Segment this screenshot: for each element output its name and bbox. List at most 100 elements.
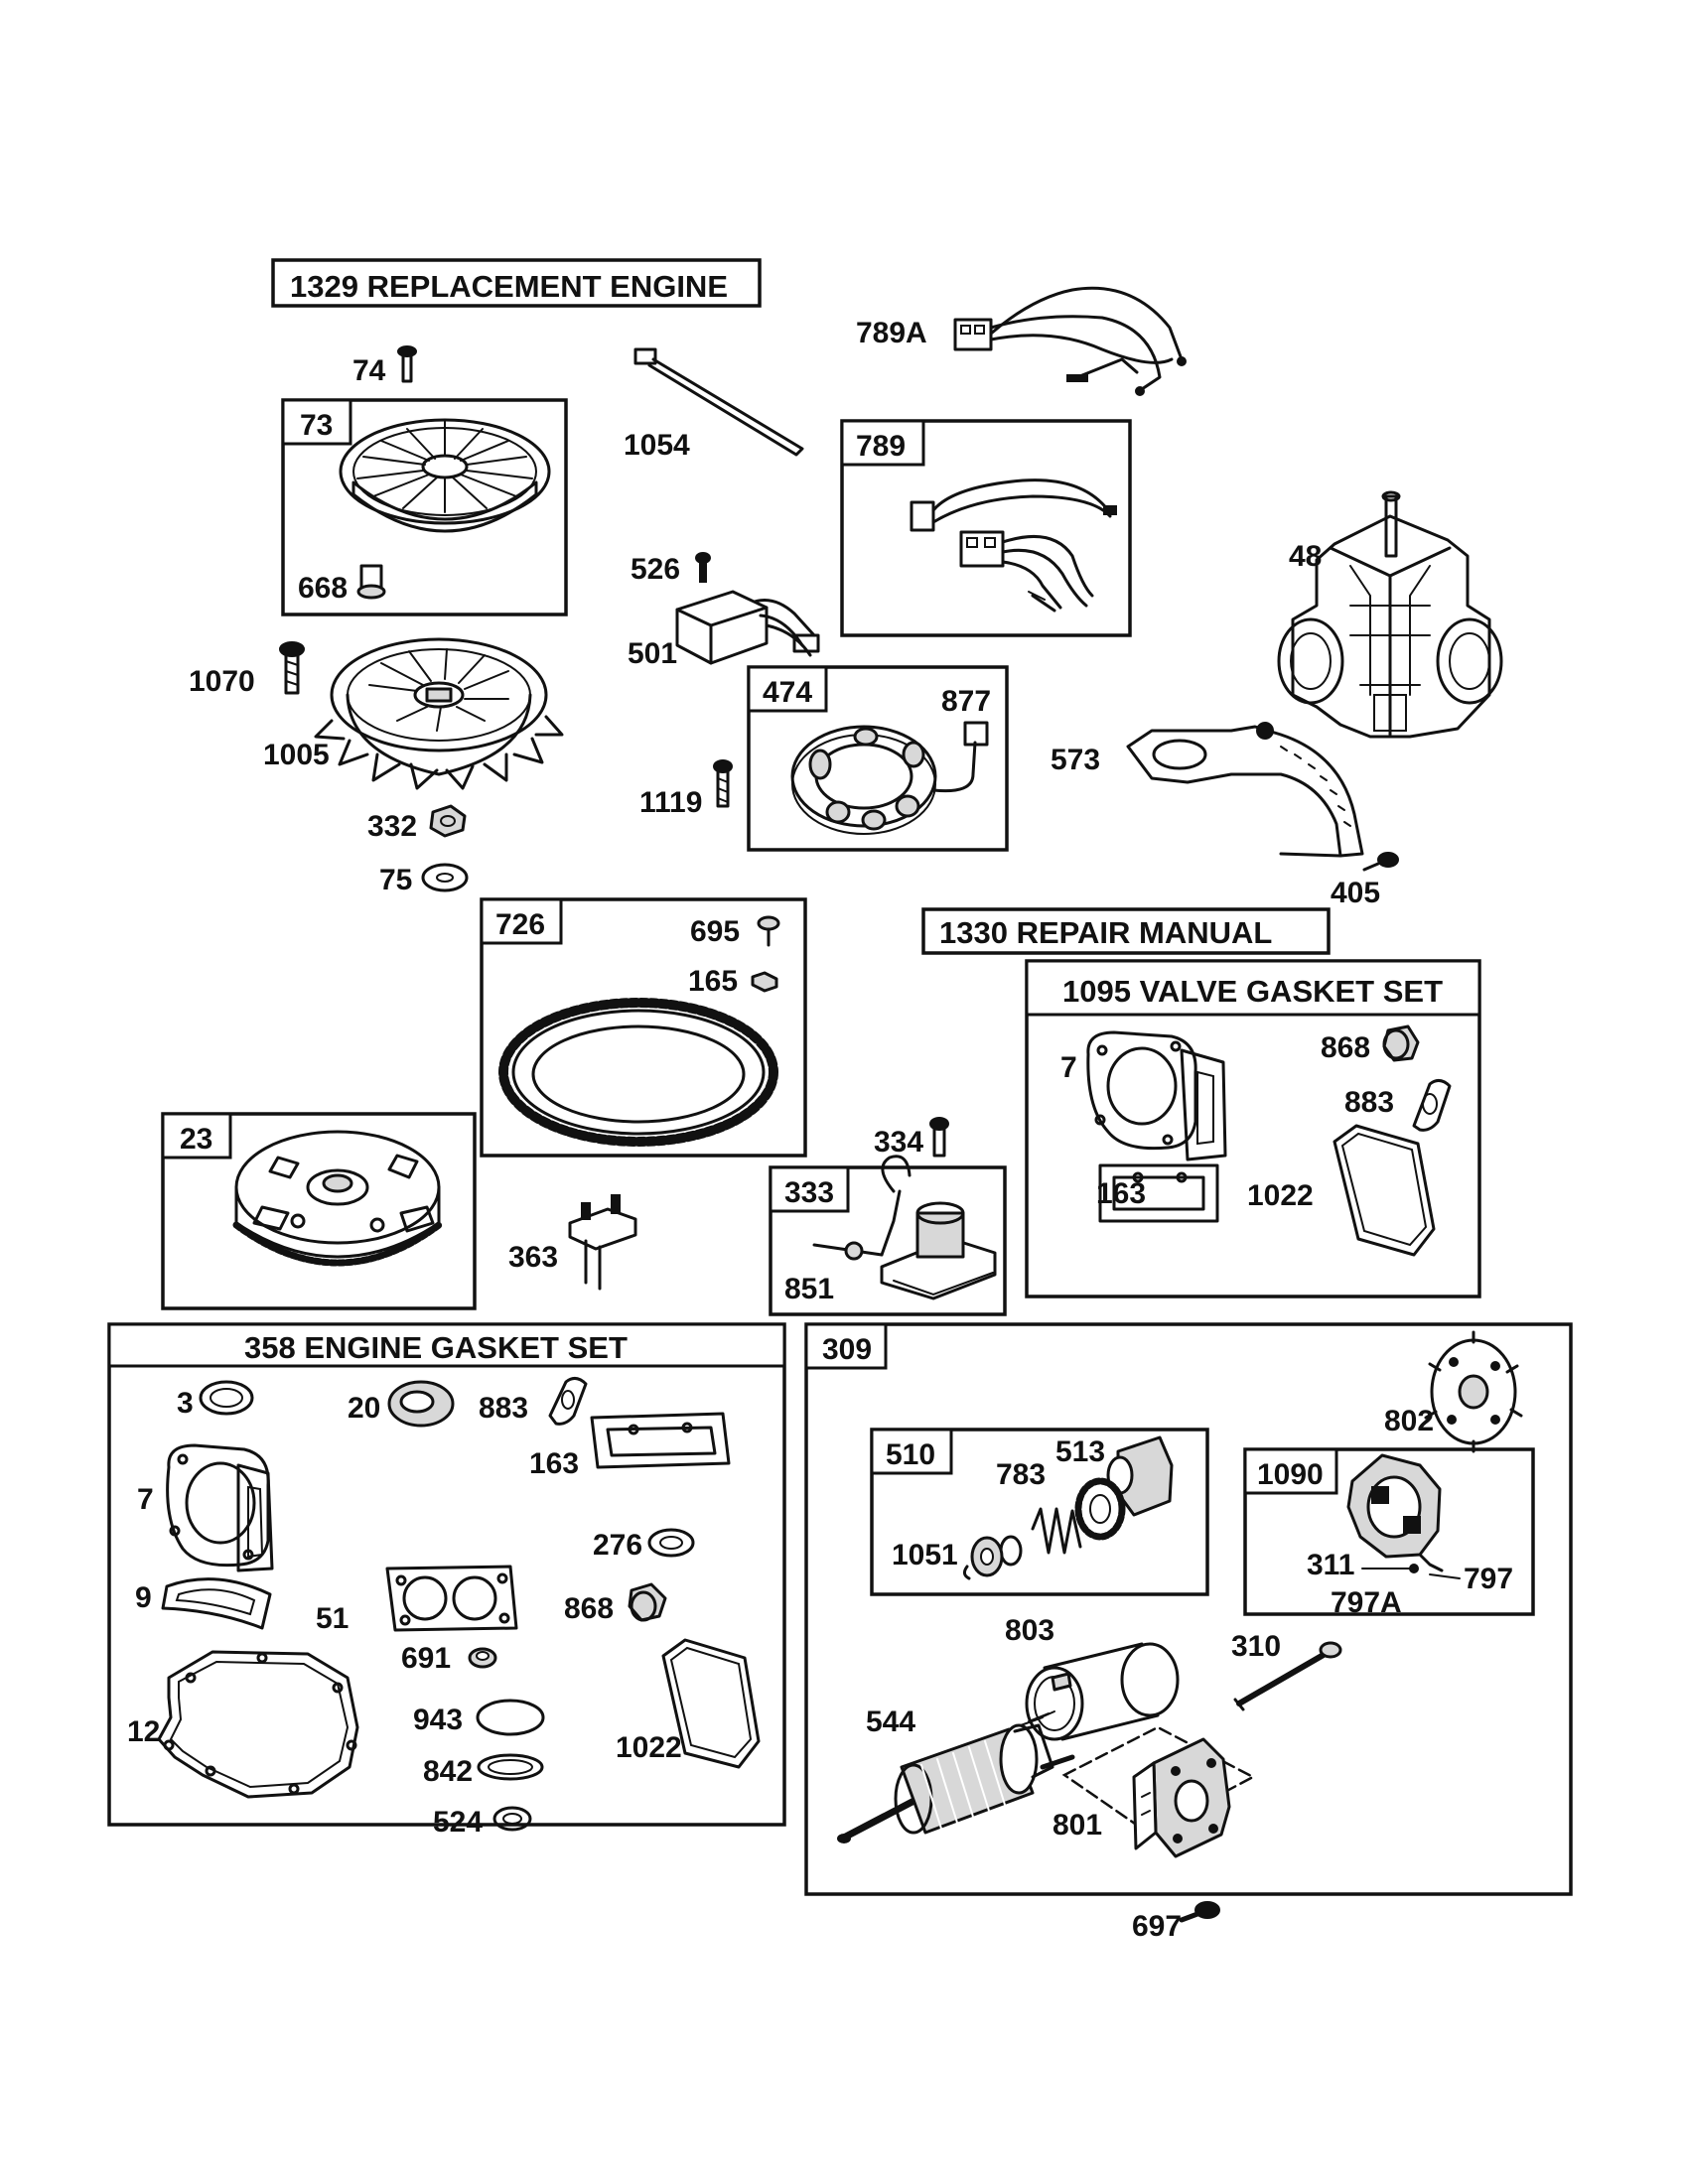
label-1022e: 1022 bbox=[616, 1731, 682, 1764]
box-474-label: 474 bbox=[763, 676, 812, 709]
head-gasket-7v-icon bbox=[1086, 1030, 1227, 1161]
repair-manual-title: 1330 REPAIR MANUAL bbox=[921, 907, 1331, 955]
bolt-74-icon bbox=[397, 345, 417, 383]
label-697: 697 bbox=[1132, 1910, 1182, 1943]
stator-474-icon bbox=[790, 721, 989, 835]
label-524: 524 bbox=[433, 1806, 483, 1839]
pinion-510-icon bbox=[962, 1435, 1174, 1580]
seal-3-icon bbox=[199, 1380, 254, 1416]
gasket-163v-icon bbox=[1098, 1163, 1219, 1223]
label-691: 691 bbox=[401, 1642, 451, 1675]
module-501-icon bbox=[675, 590, 820, 665]
engine-block-48-icon bbox=[1277, 490, 1503, 739]
label-310: 310 bbox=[1231, 1630, 1281, 1663]
label-9: 9 bbox=[135, 1581, 152, 1614]
o-ring-943-icon bbox=[476, 1699, 545, 1736]
label-7e: 7 bbox=[137, 1483, 154, 1516]
label-12: 12 bbox=[127, 1715, 160, 1748]
cover-gasket-1022v-icon bbox=[1333, 1124, 1436, 1257]
replacement-engine-title: 1329 REPLACEMENT ENGINE bbox=[271, 258, 762, 308]
fan-1005-icon bbox=[314, 637, 564, 790]
ignition-coil-333-icon bbox=[812, 1155, 997, 1300]
washer-75-icon bbox=[421, 863, 469, 892]
end-cap-1090-icon bbox=[1346, 1453, 1444, 1573]
thru-bolt-310-icon bbox=[1233, 1641, 1342, 1711]
label-797a: 797A bbox=[1331, 1586, 1402, 1619]
shroud-573-icon bbox=[1126, 722, 1364, 858]
box-789: 789 bbox=[840, 419, 1132, 637]
label-363: 363 bbox=[508, 1241, 558, 1274]
label-311: 311 bbox=[1307, 1549, 1354, 1581]
label-877: 877 bbox=[941, 685, 991, 718]
brush-plate-801-icon bbox=[1061, 1725, 1256, 1858]
replacement-engine-text: 1329 REPLACEMENT ENGINE bbox=[290, 269, 728, 304]
box-23: 23 bbox=[161, 1112, 477, 1310]
engine-gasket-set-title: 358 ENGINE GASKET SET bbox=[244, 1330, 628, 1365]
label-3: 3 bbox=[177, 1387, 194, 1420]
label-842: 842 bbox=[423, 1755, 473, 1788]
label-883v: 883 bbox=[1344, 1086, 1394, 1119]
label-851: 851 bbox=[784, 1273, 834, 1305]
crankcase-gasket-12-icon bbox=[157, 1650, 359, 1799]
label-7v: 7 bbox=[1060, 1051, 1077, 1084]
box-510-label: 510 bbox=[886, 1438, 935, 1471]
label-801: 801 bbox=[1052, 1809, 1102, 1842]
cover-gasket-1022e-icon bbox=[661, 1638, 761, 1769]
box-1095: 1095 VALVE GASKET SET 7 868 883 163 1022 bbox=[1025, 959, 1481, 1298]
bolt-1070-icon bbox=[279, 641, 305, 695]
label-74: 74 bbox=[352, 354, 386, 387]
gasket-842-icon bbox=[477, 1753, 544, 1781]
head-gasket-7e-icon bbox=[166, 1443, 274, 1572]
gasket-51-icon bbox=[385, 1565, 518, 1632]
screw-405-icon bbox=[1362, 852, 1399, 872]
label-544: 544 bbox=[866, 1706, 915, 1738]
screw-668-icon bbox=[356, 564, 386, 600]
label-695: 695 bbox=[690, 915, 740, 948]
label-1022v: 1022 bbox=[1247, 1179, 1314, 1212]
gasket-163e-icon bbox=[590, 1412, 731, 1469]
box-309: 309 802 510 783 513 1051 bbox=[804, 1322, 1573, 1896]
bracket-363-icon bbox=[568, 1194, 637, 1291]
label-789a: 789A bbox=[856, 317, 927, 349]
label-163v: 163 bbox=[1096, 1177, 1146, 1210]
label-332: 332 bbox=[367, 810, 417, 843]
nut-332-icon bbox=[429, 804, 467, 838]
box-333: 333 851 bbox=[769, 1155, 1007, 1316]
screw-697-icon bbox=[1179, 1901, 1220, 1923]
label-1054: 1054 bbox=[624, 429, 690, 462]
label-20: 20 bbox=[348, 1392, 380, 1425]
harness-789-icon bbox=[910, 478, 1117, 613]
bolt-695-icon bbox=[757, 915, 780, 947]
label-513: 513 bbox=[1055, 1435, 1105, 1468]
box-73-label: 73 bbox=[300, 409, 333, 442]
valve-seal-868e-icon bbox=[628, 1582, 667, 1622]
box-23-label: 23 bbox=[180, 1123, 212, 1156]
plate-802-icon bbox=[1424, 1330, 1523, 1453]
label-526: 526 bbox=[631, 553, 680, 586]
bolt-1119-icon bbox=[713, 759, 733, 808]
box-73: 73 668 bbox=[281, 398, 568, 616]
valve-gasket-set-title: 1095 VALVE GASKET SET bbox=[1062, 974, 1443, 1009]
label-276: 276 bbox=[593, 1529, 642, 1562]
label-51: 51 bbox=[316, 1602, 349, 1635]
label-1119: 1119 bbox=[639, 786, 702, 819]
label-165: 165 bbox=[688, 965, 738, 998]
label-868v: 868 bbox=[1321, 1031, 1370, 1064]
screw-526-icon bbox=[695, 552, 711, 583]
housing-803-icon bbox=[1025, 1642, 1180, 1743]
flywheel-screen-icon bbox=[339, 418, 551, 533]
label-668: 668 bbox=[298, 572, 348, 605]
box-726: 726 695 165 bbox=[480, 897, 807, 1158]
label-1051: 1051 bbox=[892, 1539, 958, 1571]
label-797: 797 bbox=[1464, 1563, 1513, 1595]
label-163e: 163 bbox=[529, 1447, 579, 1480]
repair-manual-text: 1330 REPAIR MANUAL bbox=[939, 915, 1272, 950]
seal-691-icon bbox=[468, 1647, 497, 1669]
washer-524-icon bbox=[492, 1806, 532, 1832]
washer-276-icon bbox=[647, 1528, 695, 1558]
label-501: 501 bbox=[628, 637, 677, 670]
label-943: 943 bbox=[413, 1704, 463, 1736]
gasket-883e-icon bbox=[548, 1377, 588, 1426]
harness-789a-icon bbox=[953, 286, 1187, 396]
